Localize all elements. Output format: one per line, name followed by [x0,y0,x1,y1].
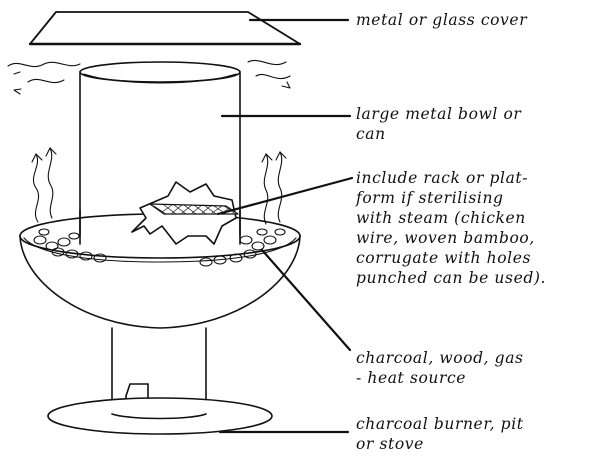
label-rack: include rack or plat- form if sterilisin… [356,169,547,287]
label-cover: metal or glass cover [356,11,528,29]
cover-lid [28,11,302,46]
label-heat-source: charcoal, wood, gas - heat source [356,349,524,387]
steam-rack [131,181,239,245]
label-burner: charcoal burner, pit or stove [356,415,524,453]
steam-wisps-top [7,60,291,95]
leader-lines [216,18,354,434]
label-bowl: large metal bowl or can [356,105,522,143]
fire-bowl [19,213,301,329]
heat-wisps [31,147,287,225]
burner-stand [47,327,273,435]
charcoal-pieces [33,228,286,267]
metal-can [79,61,241,239]
